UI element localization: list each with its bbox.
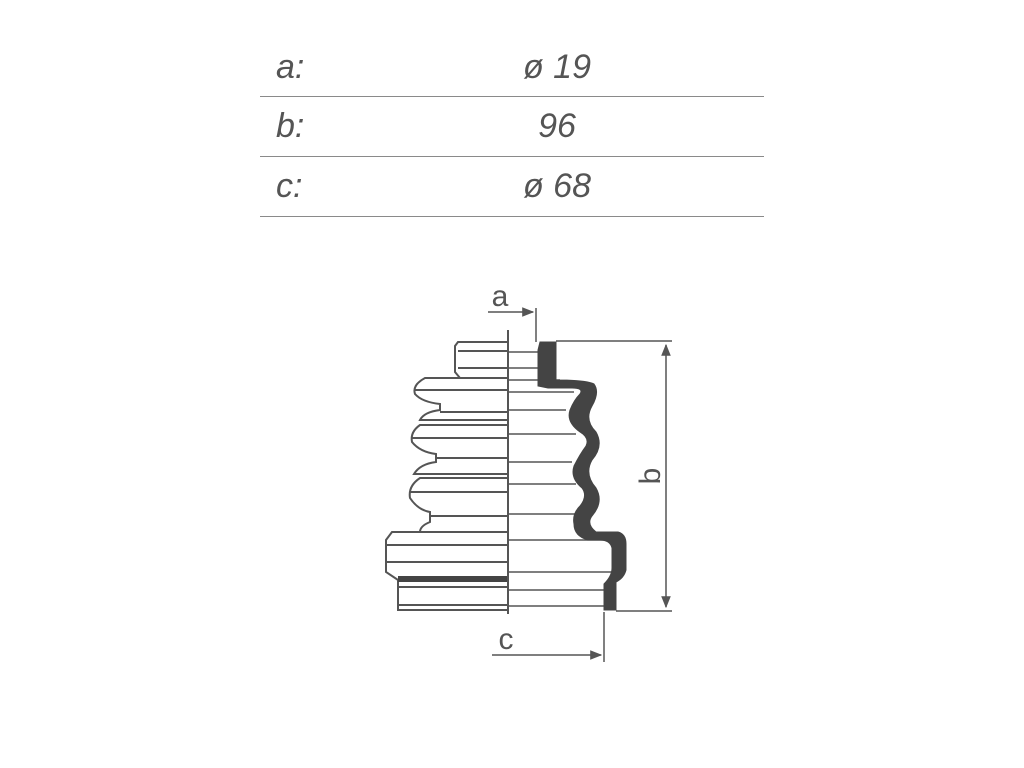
spec-row-a: a: ø 19 [260, 38, 764, 97]
dimension-table: a: ø 19 b: 96 c: ø 68 [260, 38, 764, 217]
label-c: c [499, 623, 514, 656]
boot-section-half [508, 341, 627, 611]
boot-exterior-half [385, 341, 508, 611]
spec-row-c: c: ø 68 [260, 157, 764, 217]
spec-label: b: [276, 107, 305, 145]
spec-value: ø 68 [522, 167, 592, 205]
label-b: b [634, 468, 667, 485]
spec-row-b: b: 96 [260, 97, 764, 157]
label-a: a [492, 280, 509, 313]
spec-label: c: [276, 167, 303, 205]
dimension-b: b [556, 340, 672, 612]
dimension-a: a [488, 280, 537, 342]
spec-label: a: [276, 48, 305, 86]
bottom-ring-band [398, 576, 508, 582]
dimension-c: c [492, 612, 605, 662]
spec-value: 96 [538, 107, 576, 145]
spec-value: ø 19 [522, 48, 592, 86]
